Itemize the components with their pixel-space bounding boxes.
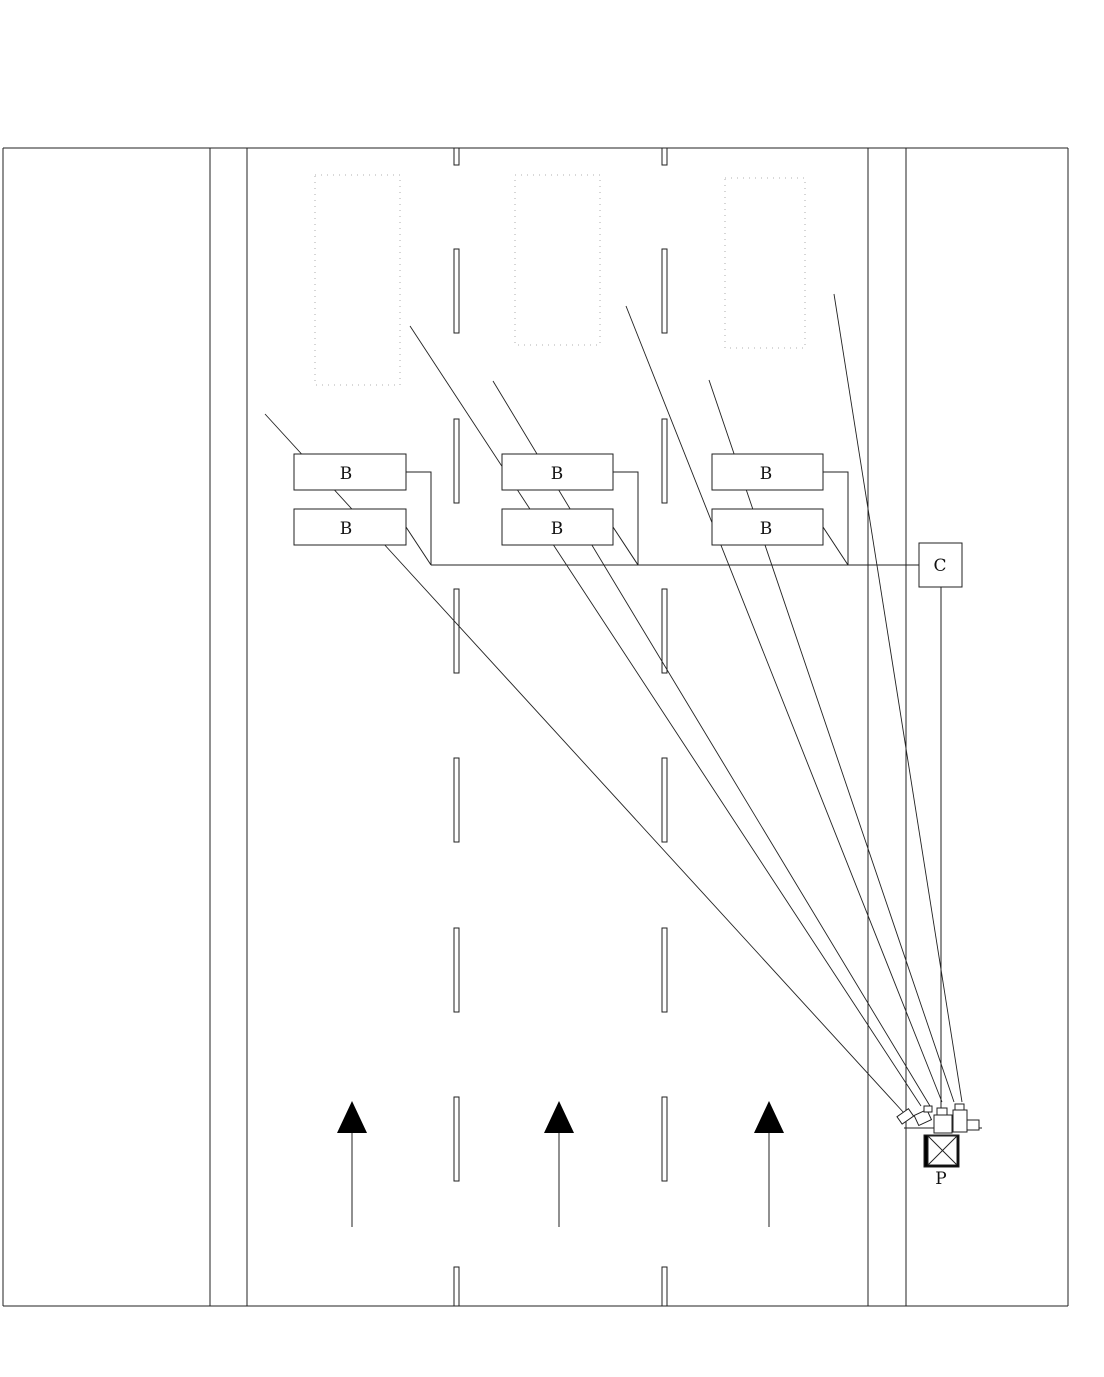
sensor-block: B — [501, 453, 614, 491]
lane-dash — [453, 248, 460, 334]
lane-dash — [453, 588, 460, 674]
detection-zone-lane-2 — [514, 174, 601, 346]
camera-sight-lines — [264, 293, 963, 1114]
road-outline — [2, 147, 1069, 1307]
lane-dash — [661, 248, 668, 334]
sensor-block: B — [711, 508, 824, 546]
direction-arrow-icon — [754, 1101, 784, 1227]
sensor-block-label: B — [760, 519, 773, 539]
sight-line — [833, 293, 963, 1103]
sensor-blocks: B B B B B B — [293, 453, 824, 546]
detection-zone-lane-3 — [724, 177, 806, 349]
sensor-block-label: B — [340, 519, 353, 539]
lane-dash — [453, 927, 460, 1013]
camera-icon — [952, 1103, 968, 1133]
wire-lane-2-top — [613, 471, 639, 565]
controller: C — [918, 542, 963, 588]
sensor-block-label: B — [760, 464, 773, 484]
controller-box — [918, 542, 963, 588]
wire-lane-3-top — [823, 471, 849, 565]
lane-divider-2 — [661, 147, 668, 1307]
sensor-block: B — [711, 453, 824, 491]
lane-dash — [453, 147, 460, 166]
lane-dash — [661, 1096, 668, 1182]
sensor-block-label: B — [340, 464, 353, 484]
direction-arrow-icon — [544, 1101, 574, 1227]
lane-dash — [661, 757, 668, 843]
lane-dash — [661, 588, 668, 674]
wire-lane-1-top — [406, 471, 432, 565]
pole-label: P — [935, 1169, 946, 1189]
sight-line — [492, 380, 931, 1107]
sensor-block-label: B — [551, 464, 564, 484]
detection-zones — [314, 174, 806, 386]
lane-dash — [661, 1266, 668, 1307]
lane-dash — [661, 418, 668, 504]
lane-dash — [661, 927, 668, 1013]
lane-dash — [453, 1096, 460, 1182]
lane-dash — [453, 418, 460, 504]
lane-dash — [453, 757, 460, 843]
wiring — [405, 471, 942, 1128]
pole-assembly: P — [896, 1103, 982, 1189]
lane-dash — [661, 147, 668, 166]
sight-line — [625, 305, 943, 1103]
wire-lane-1-bottom — [405, 526, 432, 566]
sight-line — [708, 379, 955, 1103]
traffic-arrows — [337, 1101, 784, 1227]
sensor-block: B — [293, 508, 407, 546]
sight-line — [409, 325, 922, 1107]
wire-lane-3-bottom — [822, 526, 849, 566]
direction-arrow-icon — [337, 1101, 367, 1227]
camera-icon — [933, 1107, 953, 1134]
camera-icon — [966, 1119, 980, 1131]
pole-cross — [927, 1135, 958, 1166]
lane-divider-1 — [453, 147, 460, 1307]
sensor-block: B — [293, 453, 407, 491]
controller-label: C — [933, 556, 946, 576]
sensor-block-label: B — [551, 519, 564, 539]
camera-icon — [896, 1108, 915, 1125]
lane-dash — [453, 1266, 460, 1307]
wire-lane-2-bottom — [612, 526, 639, 566]
detection-zone-lane-1 — [314, 174, 401, 386]
camera-icon — [913, 1105, 933, 1127]
sensor-block: B — [501, 508, 614, 546]
